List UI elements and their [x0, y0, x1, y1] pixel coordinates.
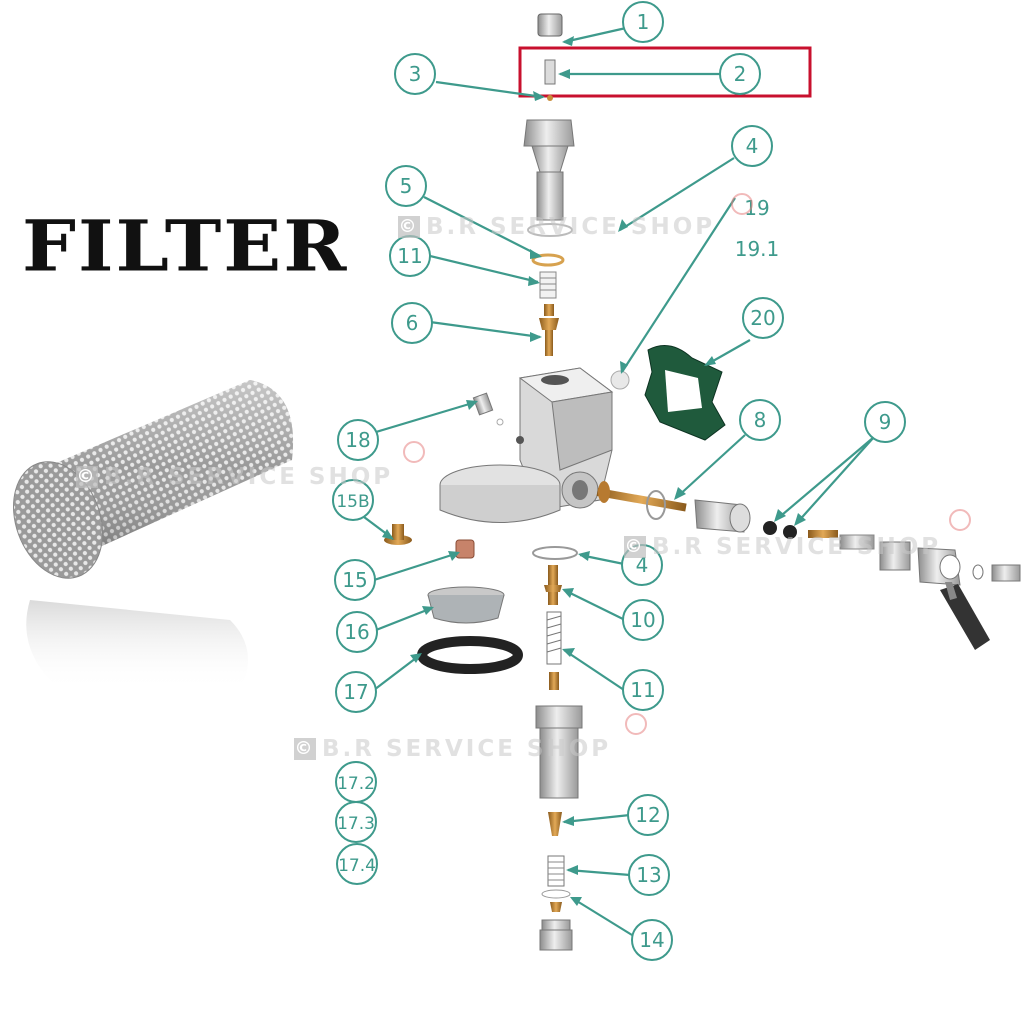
watermark: ©B.R SERVICE SHOP [398, 214, 716, 240]
callout-label: 17.2 [337, 774, 375, 794]
callout-label: 15 [342, 568, 367, 592]
callout-label: 14 [639, 928, 664, 952]
callout-label: 19.1 [735, 237, 780, 261]
callout-label: 19 [744, 196, 769, 220]
callout-label: 2 [734, 62, 747, 86]
callout-label: 17.4 [338, 856, 376, 876]
part-1-cap [537, 13, 563, 37]
highlight-box [518, 46, 812, 98]
part-9-fittings [694, 499, 1021, 650]
callout-label: 8 [754, 408, 767, 432]
callout-circles [332, 1, 906, 961]
watermark: ©B.R SERVICE SHOP [294, 736, 612, 762]
registered-marks [403, 193, 971, 735]
callout-label: 11 [630, 678, 655, 702]
part-12-stem [548, 812, 562, 836]
callout-label: 20 [750, 306, 775, 330]
callout-label: 11 [397, 244, 422, 268]
part-lower-body [535, 705, 583, 799]
part-4-oring-lower [532, 546, 578, 560]
part-11-spring [539, 271, 557, 299]
page-title: FILTER [22, 205, 349, 287]
part-14-nut [539, 902, 573, 951]
part-main-housing [439, 367, 614, 523]
callout-label: 4 [636, 553, 649, 577]
part-2-filter [544, 59, 556, 85]
callout-label: 12 [635, 803, 660, 827]
part-8-shaft [596, 481, 687, 520]
callout-label: 18 [345, 428, 370, 452]
part-11-spring-lower [546, 611, 562, 690]
callout-label: 15B [336, 492, 369, 512]
part-13-spring [541, 855, 571, 899]
part-5-oring [531, 253, 565, 267]
callout-label: 10 [630, 608, 655, 632]
part-18-screw [472, 392, 504, 426]
watermark: ©B.R SERVICE SHOP [76, 464, 394, 490]
callout-label: 5 [400, 174, 413, 198]
callout-label: 6 [406, 311, 419, 335]
arrow-heads [382, 36, 806, 906]
part-20-gasket [644, 345, 726, 441]
callout-label: 13 [636, 863, 661, 887]
callout-label: 16 [344, 620, 369, 644]
part-16-cup [427, 586, 505, 624]
part-15-cap [455, 539, 475, 559]
part-6-stem [539, 304, 559, 356]
watermark: ©B.R SERVICE SHOP [624, 534, 942, 560]
mesh-filter-image [13, 380, 294, 690]
callout-label: 4 [746, 134, 759, 158]
part-19-disc [610, 370, 630, 390]
callout-label: 3 [409, 62, 422, 86]
leader-lines [359, 26, 875, 936]
part-17-gasket [417, 636, 523, 674]
callout-labels: 1 2 3 4 19 19.1 5 11 6 20 18 8 9 15B 15 … [336, 10, 891, 952]
callout-label: 1 [637, 10, 650, 34]
part-10-stem [544, 565, 562, 605]
callout-label: 17.3 [337, 814, 375, 834]
callout-label: 17 [343, 680, 368, 704]
part-valve-body-top [523, 119, 575, 237]
part-3-pin [547, 95, 553, 101]
callout-label: 9 [879, 410, 892, 434]
